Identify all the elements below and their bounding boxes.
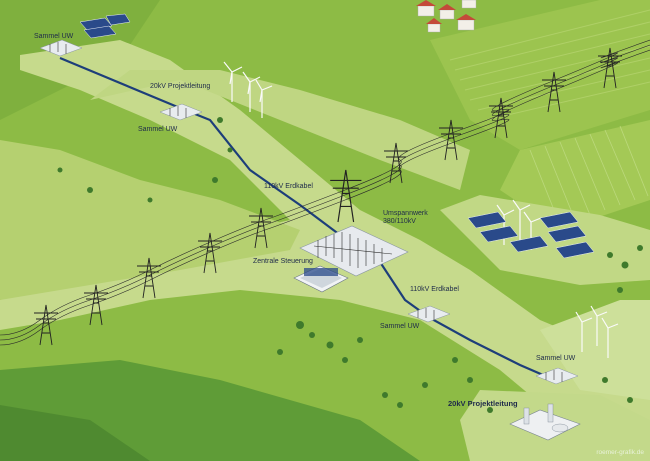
control-center [293, 265, 349, 293]
substation-4 [535, 367, 579, 385]
pylon-1 [34, 304, 58, 346]
substation-3 [407, 305, 451, 323]
label-110kv-erdkabel-2: 110kV Erdkabel [410, 286, 459, 293]
pylon-2 [84, 284, 108, 326]
label-umspannwerk: Umspannwerk 380/110kV [383, 210, 428, 226]
field-upper-right [430, 0, 650, 150]
wind-turbine-2 [242, 71, 261, 112]
label-110kv-erdkabel-1: 110kV Erdkabel [264, 183, 313, 190]
pylon-11 [598, 47, 622, 89]
field-deep-lower-left [0, 405, 150, 461]
pylon-9 [489, 97, 513, 139]
pylon-5 [249, 207, 273, 249]
label-umspannwerk-line2: 380/110kV [383, 218, 416, 226]
wind-turbine-1 [223, 61, 243, 102]
label-20kv-projektleitung-1: 20kV Projektleitung [150, 83, 211, 90]
label-20kv-projektleitung-2: 20kV Projektleitung [448, 399, 518, 408]
wind-turbine-8 [590, 305, 608, 346]
label-sammel-uw-1: Sammel UW [34, 33, 74, 40]
pylon-7 [384, 142, 408, 184]
label-sammel-uw-2: Sammel UW [138, 126, 178, 133]
pylon-6 [330, 169, 362, 223]
trees [57, 117, 643, 413]
wind-turbine-9 [601, 317, 619, 358]
overhead-lines [0, 39, 650, 346]
factory [509, 403, 581, 441]
umspannwerk-main [299, 225, 409, 277]
wind-turbine-5 [512, 199, 531, 240]
substation-1 [39, 39, 83, 57]
solar-panels-top-left [79, 13, 131, 39]
pylon-10 [542, 71, 566, 113]
right-lower-area [540, 300, 650, 400]
pylon-4 [198, 232, 222, 274]
field-stripes [449, 9, 650, 121]
label-sammel-uw-4: Sammel UW [536, 355, 576, 362]
village [416, 0, 477, 33]
wind-turbine-3 [255, 79, 273, 118]
pylon-8 [439, 119, 463, 161]
pylon-3 [137, 257, 161, 299]
wind-turbines [223, 61, 619, 358]
solar-panels-right [467, 211, 595, 259]
label-umspannwerk-line1: Umspannwerk [383, 210, 428, 217]
label-sammel-uw-3: Sammel UW [380, 323, 420, 330]
substation-2 [159, 103, 203, 121]
light-band-left [0, 140, 300, 300]
label-zentrale-steuerung: Zentrale Steuerung [253, 258, 313, 265]
light-band-middle [90, 70, 470, 190]
light-corridor [0, 40, 650, 420]
credit-text: roemer-grafik.de [596, 449, 644, 456]
wind-turbine-7 [575, 311, 593, 352]
